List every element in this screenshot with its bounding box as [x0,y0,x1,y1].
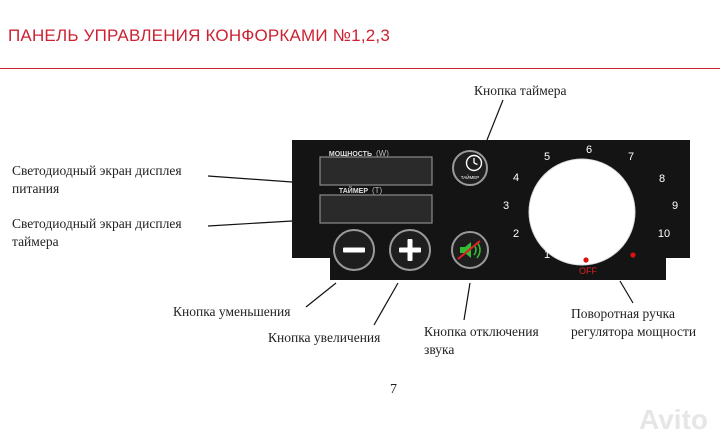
dial-scale: 1 2 3 4 5 6 7 8 9 10 [503,144,678,261]
timer-display-label: ТАЙМЕР [339,186,368,195]
callout-power-display: Светодиодный экран дисплея питания [12,162,182,198]
callout-mute-line2: звука [424,342,455,357]
callout-timer-display-line1: Светодиодный экран дисплея [12,216,182,231]
mute-speaker-icon [457,240,481,260]
leader-mute [463,282,471,321]
decrease-button[interactable] [333,229,375,271]
callout-power-display-line1: Светодиодный экран дисплея [12,163,182,178]
page-number: 7 [390,382,397,397]
dial-number-6: 6 [586,144,592,156]
dial-number-5: 5 [544,151,550,163]
leader-power-display [207,175,293,183]
increase-button[interactable] [389,229,431,271]
plus-icon [399,239,421,261]
off-label: OFF [579,266,597,276]
minus-icon [343,247,365,253]
timer-display-unit: (T) [372,186,383,195]
dial-number-9: 9 [672,200,678,212]
leader-timer [486,99,504,141]
avito-watermark: Avito [639,404,708,435]
callout-power-knob: Поворотная ручка регулятора мощности [571,305,696,341]
callout-timer-display-line2: таймера [12,234,59,249]
dial-number-3: 3 [503,200,509,212]
power-display-unit: (W) [376,149,389,158]
power-display-screen [319,156,433,186]
callout-decrease-button: Кнопка уменьшения [173,304,291,319]
dial-number-1: 1 [544,249,550,261]
timer-button[interactable]: ТАЙМЕР [452,150,488,186]
timer-button-text: ТАЙМЕР [461,173,480,180]
callout-knob-line2: регулятора мощности [571,324,697,339]
off-indicator-led [583,257,589,263]
leader-timer-display [207,220,293,227]
leader-increase [373,282,399,326]
timer-display-screen [319,194,433,224]
title-rule [0,68,720,69]
callout-timer-display: Светодиодный экран дисплея таймера [12,215,182,251]
callout-knob-line1: Поворотная ручка [571,306,676,321]
dial-number-8: 8 [659,173,665,185]
clock-icon [465,154,483,172]
max-indicator-led [630,252,636,258]
page-title: ПАНЕЛЬ УПРАВЛЕНИЯ КОНФОРКАМИ №1,2,3 [8,26,390,45]
dial-number-2: 2 [513,228,519,240]
power-display-label: МОЩНОСТЬ [329,151,372,158]
power-knob[interactable] [528,158,636,266]
leader-knob [619,280,634,304]
dial-number-4: 4 [513,172,519,184]
mute-button[interactable] [451,231,489,269]
dial-number-7: 7 [628,151,634,163]
callout-mute-line1: Кнопка отключения [424,324,539,339]
dial-number-10: 10 [658,228,670,240]
leader-decrease [305,282,337,308]
callout-timer-button: Кнопка таймера [474,83,567,98]
callout-mute-button: Кнопка отключения звука [424,323,539,359]
callout-increase-button: Кнопка увеличения [268,330,381,345]
callout-power-display-line2: питания [12,181,60,196]
